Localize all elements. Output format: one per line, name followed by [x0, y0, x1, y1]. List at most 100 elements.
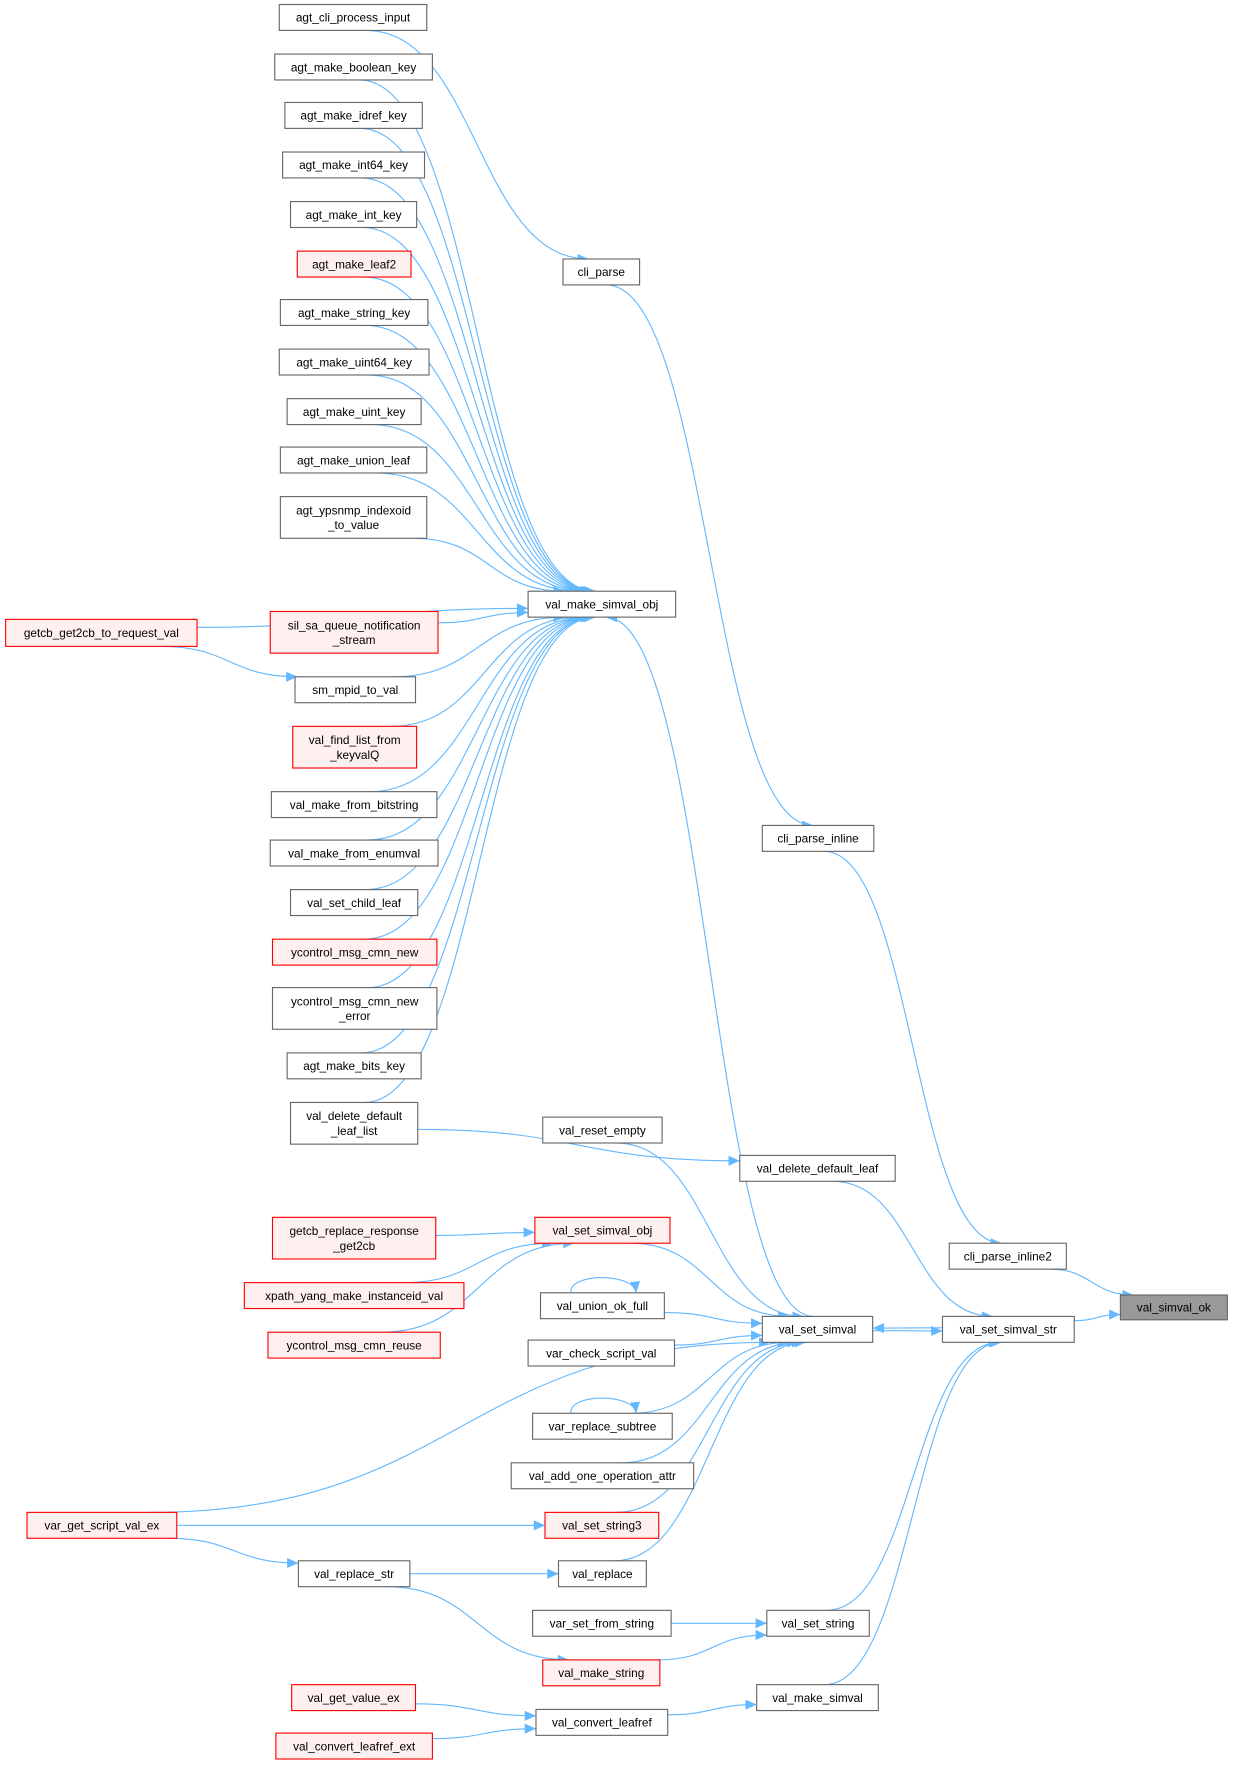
node-box[interactable] [267, 1331, 441, 1359]
graph-node-val_set_simval_obj[interactable]: val_set_simval_obj [534, 1216, 671, 1244]
node-box[interactable] [527, 1339, 676, 1367]
graph-node-val_simval_ok[interactable]: val_simval_ok [1119, 1294, 1228, 1321]
node-box[interactable] [539, 1292, 665, 1320]
graph-node-val_set_simval_str[interactable]: val_set_simval_str [941, 1315, 1075, 1343]
graph-node-agt_cli_process_input[interactable]: agt_cli_process_input [278, 3, 428, 31]
node-box[interactable] [766, 1609, 870, 1637]
graph-node-var_get_script_val_ex[interactable]: var_get_script_val_ex [26, 1511, 178, 1539]
node-box[interactable] [761, 1315, 874, 1343]
graph-node-val_get_value_ex[interactable]: val_get_value_ex [291, 1684, 417, 1712]
node-box[interactable] [532, 1412, 673, 1440]
node-box[interactable] [941, 1315, 1075, 1343]
node-box[interactable] [948, 1242, 1067, 1270]
graph-node-getcb_replace_response_get2cb[interactable]: getcb_replace_response_get2cb [271, 1216, 437, 1260]
graph-node-var_check_script_val[interactable]: var_check_script_val [527, 1339, 676, 1367]
graph-node-getcb_get2cb_to_request_val[interactable]: getcb_get2cb_to_request_val [5, 618, 198, 647]
node-box[interactable] [544, 1511, 660, 1539]
node-box[interactable] [739, 1154, 896, 1182]
graph-node-val_make_simval_obj[interactable]: val_make_simval_obj [527, 590, 677, 618]
node-box[interactable] [562, 258, 641, 286]
node-box[interactable] [5, 618, 198, 647]
node-box[interactable] [26, 1511, 178, 1539]
node-box[interactable] [278, 348, 430, 376]
node-box[interactable] [271, 938, 438, 966]
node-box[interactable] [292, 725, 418, 769]
node-box[interactable] [269, 610, 439, 654]
graph-node-val_make_from_enumval[interactable]: val_make_from_enumval [269, 839, 439, 867]
graph-node-agt_make_boolean_key[interactable]: agt_make_boolean_key [274, 53, 433, 81]
graph-node-agt_make_uint64_key[interactable]: agt_make_uint64_key [278, 348, 430, 376]
graph-node-val_delete_default_leaf[interactable]: val_delete_default_leaf [739, 1154, 896, 1182]
node-box[interactable] [535, 1708, 669, 1736]
node-box[interactable] [279, 298, 429, 327]
node-box[interactable] [270, 791, 438, 819]
node-box[interactable] [542, 1116, 663, 1144]
graph-node-sil_sa_queue_notification_stream[interactable]: sil_sa_queue_notification_stream [269, 610, 439, 654]
graph-node-val_set_simval[interactable]: val_set_simval [761, 1315, 874, 1343]
node-box[interactable] [269, 839, 439, 867]
graph-node-xpath_yang_make_instanceid_val[interactable]: xpath_yang_make_instanceid_val [243, 1282, 465, 1310]
graph-node-sm_mpid_to_val[interactable]: sm_mpid_to_val [294, 676, 417, 704]
node-box[interactable] [297, 1560, 411, 1588]
node-box[interactable] [534, 1216, 671, 1244]
graph-node-val_add_one_operation_attr[interactable]: val_add_one_operation_attr [510, 1462, 695, 1490]
node-box[interactable] [527, 590, 677, 618]
node-box[interactable] [243, 1282, 465, 1310]
graph-node-val_reset_empty[interactable]: val_reset_empty [542, 1116, 663, 1144]
node-box[interactable] [275, 1732, 433, 1760]
node-box[interactable] [291, 1684, 417, 1712]
node-box[interactable] [279, 496, 428, 539]
node-box[interactable] [274, 53, 433, 81]
graph-node-agt_make_union_leaf[interactable]: agt_make_union_leaf [279, 446, 428, 474]
graph-node-agt_make_int64_key[interactable]: agt_make_int64_key [282, 151, 426, 179]
graph-node-val_replace[interactable]: val_replace [557, 1560, 647, 1588]
node-box[interactable] [284, 101, 423, 129]
node-box[interactable] [271, 1216, 437, 1260]
graph-node-cli_parse_inline[interactable]: cli_parse_inline [761, 824, 875, 852]
graph-node-agt_make_string_key[interactable]: agt_make_string_key [279, 298, 429, 327]
node-box[interactable] [279, 446, 428, 474]
graph-node-val_convert_leafref[interactable]: val_convert_leafref [535, 1708, 669, 1736]
graph-node-agt_make_leaf2[interactable]: agt_make_leaf2 [296, 250, 412, 278]
graph-node-cli_parse[interactable]: cli_parse [562, 258, 641, 286]
graph-node-cli_parse_inline2[interactable]: cli_parse_inline2 [948, 1242, 1067, 1270]
node-box[interactable] [286, 398, 422, 426]
graph-node-ycontrol_msg_cmn_new[interactable]: ycontrol_msg_cmn_new [271, 938, 438, 966]
node-box[interactable] [756, 1684, 879, 1712]
graph-node-ycontrol_msg_cmn_reuse[interactable]: ycontrol_msg_cmn_reuse [267, 1331, 441, 1359]
graph-node-agt_ypsnmp_indexoid_to_value[interactable]: agt_ypsnmp_indexoid_to_value [279, 496, 428, 539]
graph-node-var_replace_subtree[interactable]: var_replace_subtree [532, 1412, 673, 1440]
node-box[interactable] [294, 676, 417, 704]
node-box[interactable] [510, 1462, 695, 1490]
graph-node-agt_make_idref_key[interactable]: agt_make_idref_key [284, 101, 423, 129]
graph-node-val_make_simval[interactable]: val_make_simval [756, 1684, 879, 1712]
node-box[interactable] [289, 201, 418, 229]
node-box[interactable] [271, 987, 438, 1030]
node-box[interactable] [296, 250, 412, 278]
graph-node-val_union_ok_full[interactable]: val_union_ok_full [539, 1292, 665, 1320]
node-box[interactable] [557, 1560, 647, 1588]
node-box[interactable] [286, 1052, 422, 1080]
graph-node-agt_make_int_key[interactable]: agt_make_int_key [289, 201, 418, 229]
graph-node-val_find_list_from_keyvalQ[interactable]: val_find_list_from_keyvalQ [292, 725, 418, 769]
graph-node-var_set_from_string[interactable]: var_set_from_string [532, 1609, 672, 1637]
node-box[interactable] [761, 824, 875, 852]
graph-node-val_convert_leafref_ext[interactable]: val_convert_leafref_ext [275, 1732, 433, 1760]
node-box[interactable] [1119, 1294, 1228, 1321]
graph-node-val_make_from_bitstring[interactable]: val_make_from_bitstring [270, 791, 438, 819]
node-box[interactable] [289, 889, 419, 917]
graph-node-val_delete_default_leaf_list[interactable]: val_delete_default_leaf_list [289, 1101, 419, 1145]
graph-node-val_replace_str[interactable]: val_replace_str [297, 1560, 411, 1588]
node-box[interactable] [532, 1609, 672, 1637]
graph-node-ycontrol_msg_cmn_new_error[interactable]: ycontrol_msg_cmn_new_error [271, 987, 438, 1030]
graph-node-val_set_string[interactable]: val_set_string [766, 1609, 870, 1637]
node-box[interactable] [289, 1101, 419, 1145]
graph-node-val_set_child_leaf[interactable]: val_set_child_leaf [289, 889, 419, 917]
graph-node-agt_make_bits_key[interactable]: agt_make_bits_key [286, 1052, 422, 1080]
graph-node-agt_make_uint_key[interactable]: agt_make_uint_key [286, 398, 422, 426]
node-box[interactable] [542, 1659, 661, 1687]
node-box[interactable] [282, 151, 426, 179]
graph-node-val_set_string3[interactable]: val_set_string3 [544, 1511, 660, 1539]
graph-node-val_make_string[interactable]: val_make_string [542, 1659, 661, 1687]
node-box[interactable] [278, 3, 428, 31]
